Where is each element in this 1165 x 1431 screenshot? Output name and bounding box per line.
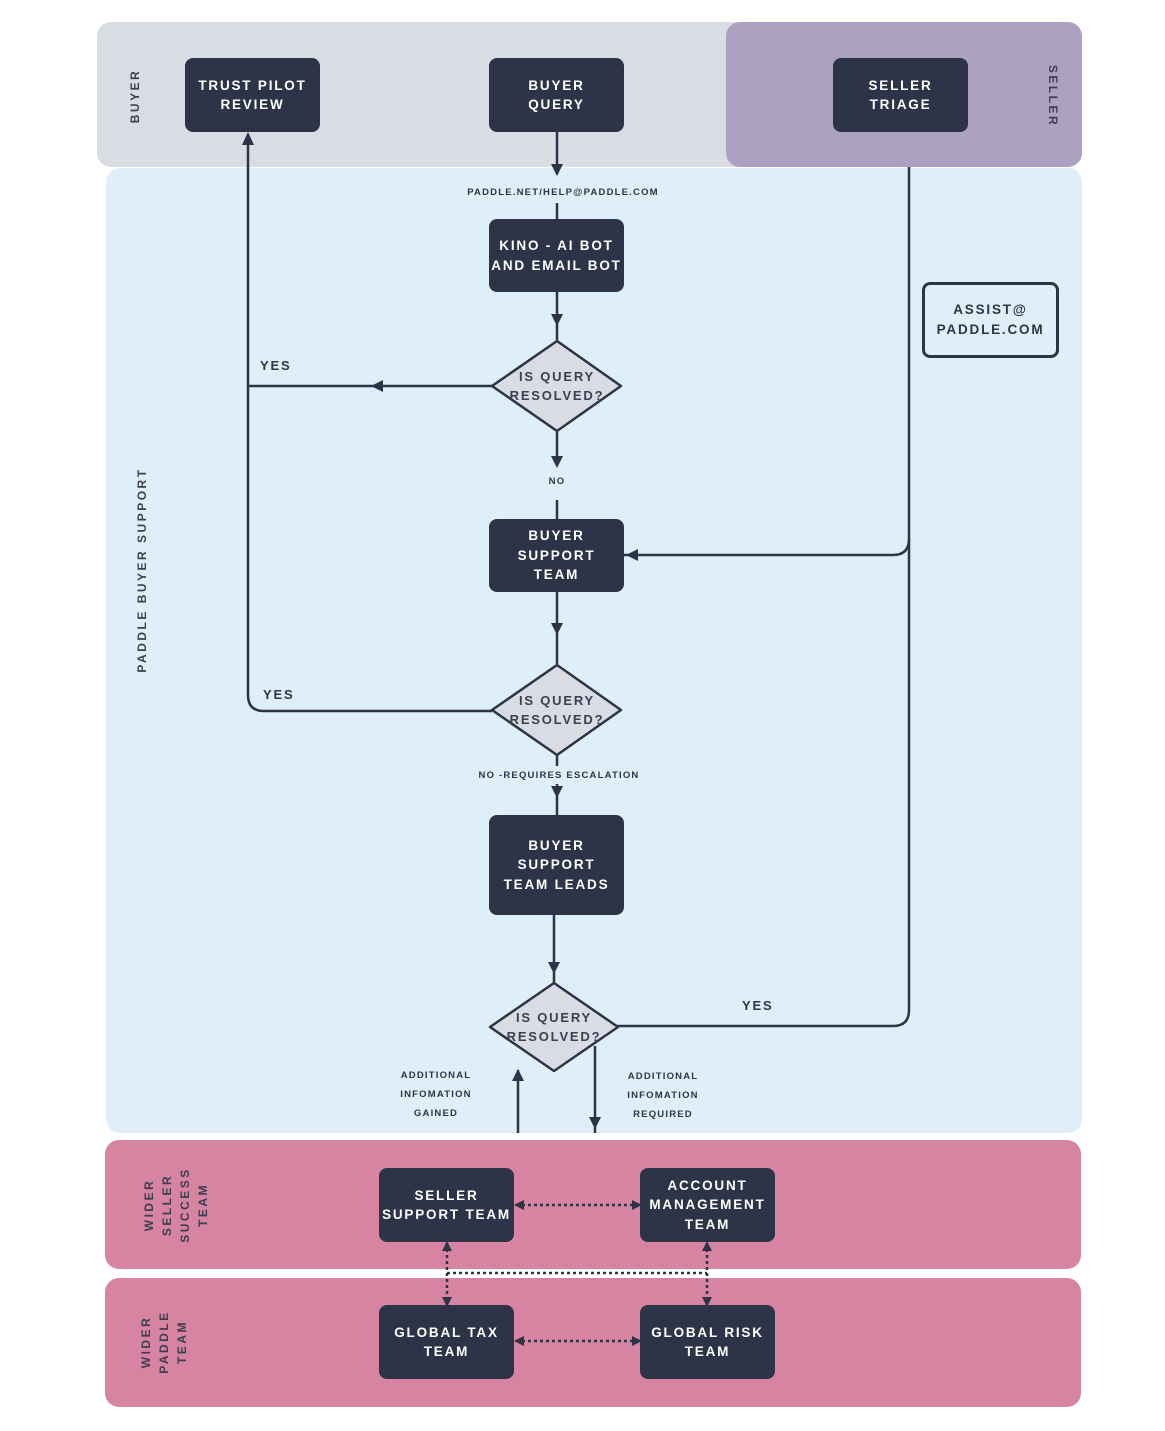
info-gained-label: ADDITIONAL INFOMATION GAINED [400, 1070, 472, 1119]
yes-label-2: YES [263, 687, 295, 702]
seller-triage-node: SELLER TRIAGE [833, 58, 968, 132]
decision-diamond-1 [490, 339, 623, 433]
channel-label: PADDLE.NET/HELP@PADDLE.COM [467, 187, 659, 198]
kino-bot-node: KINO - AI BOT AND EMAIL BOT [489, 219, 624, 292]
buyer-query-node: BUYER QUERY [489, 58, 624, 132]
yes-label-1: YES [260, 358, 292, 373]
paddle-buyer-support-lane [106, 168, 1082, 1133]
yes-label-3: YES [742, 998, 774, 1013]
info-required-label: ADDITIONAL INFOMATION REQUIRED [627, 1071, 699, 1120]
decision-1-text: IS QUERY RESOLVED? [509, 368, 605, 404]
global-tax-team-node: GLOBAL TAX TEAM [379, 1305, 514, 1379]
decision-2-text: IS QUERY RESOLVED? [509, 692, 605, 728]
seller-support-team-node: SELLER SUPPORT TEAM [379, 1168, 514, 1242]
buyer-support-team-node: BUYER SUPPORT TEAM [489, 519, 624, 592]
trust-pilot-review-node: TRUST PILOT REVIEW [185, 58, 320, 132]
account-management-team-node: ACCOUNT MANAGEMENT TEAM [640, 1168, 775, 1242]
decision-3-text: IS QUERY RESOLVED? [506, 1009, 602, 1045]
decision-diamond-2 [490, 663, 623, 757]
buyer-support-team-leads-node: BUYER SUPPORT TEAM LEADS [489, 815, 624, 915]
decision-diamond-3 [488, 981, 620, 1073]
global-risk-team-node: GLOBAL RISK TEAM [640, 1305, 775, 1379]
no-label-1: NO [548, 476, 566, 487]
no-escalation-label: NO -REQUIRES ESCALATION [478, 770, 640, 781]
assist-email-node: ASSIST@ PADDLE.COM [922, 282, 1059, 358]
